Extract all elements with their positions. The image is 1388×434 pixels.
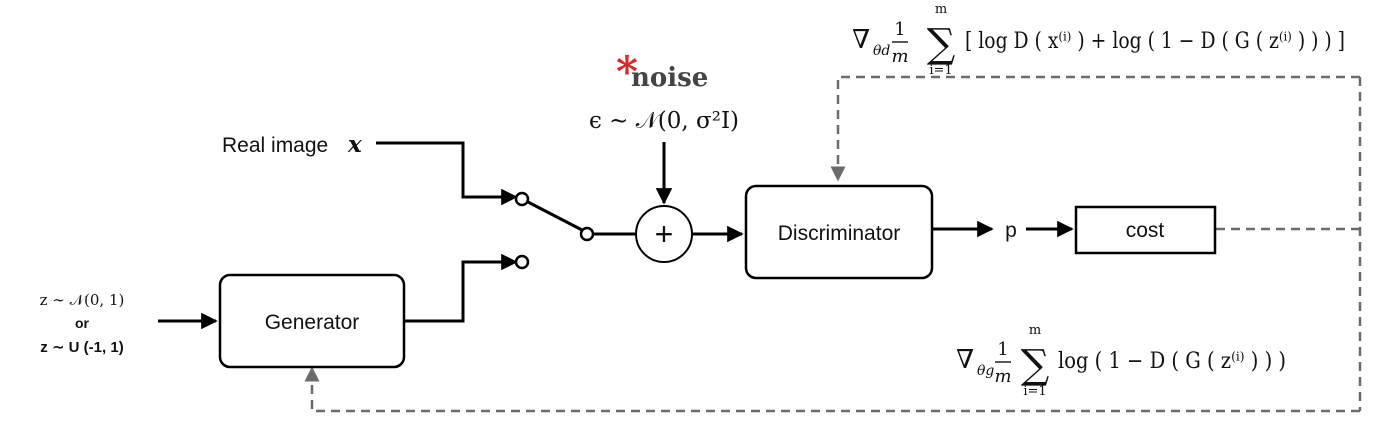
switch-lever (525, 199, 583, 232)
formula-g-sum-bottom: i=1 (1023, 384, 1046, 399)
noise-distribution: ϵ ∼ 𝒩(0, σ²I) (589, 108, 739, 134)
z-uniform-label: z ∼ U (-1, 1) (40, 339, 123, 356)
wire-generator-output (404, 253, 518, 323)
formula-g-sum: ∑ (1021, 342, 1050, 388)
cost-label: cost (1126, 219, 1165, 242)
discriminator-block: Discriminator (744, 184, 934, 280)
z-normal-label: z ∼ 𝒩(0, 1) (40, 291, 125, 309)
formula-d-body: [ log D ( x⁽ⁱ⁾ ) + log ( 1 − D ( G ( z⁽ⁱ… (965, 29, 1345, 54)
discriminator-label: Discriminator (778, 222, 901, 245)
latent-input-labels: z ∼ 𝒩(0, 1) or z ∼ U (-1, 1) (40, 291, 125, 356)
switch-contact-fake (514, 254, 530, 270)
formula-d-sum-top: m (935, 2, 947, 17)
formula-d-frac-num: 1 (894, 19, 905, 40)
formula-d-sum: ∑ (927, 21, 956, 67)
generator-label: Generator (265, 311, 360, 334)
generator-block: Generator (218, 273, 406, 369)
real-image-variable: x (347, 131, 362, 158)
z-or-label: or (75, 315, 90, 331)
discriminator-gradient-formula: ∇ θd 1 m m ∑ i=1 [ log D ( x⁽ⁱ⁾ ) + log … (852, 2, 1345, 78)
formula-g-subscript: θg (977, 363, 994, 379)
switch-contact-real (514, 191, 530, 207)
switch-common-contact (579, 226, 595, 242)
formula-g-body: log ( 1 − D ( G ( z⁽ⁱ⁾ ) ) ) (1058, 349, 1286, 374)
formula-d-subscript: θd (873, 43, 890, 59)
formula-d-frac-den: m (891, 46, 908, 67)
feedback-to-discriminator (830, 75, 1360, 182)
formula-g-frac-num: 1 (997, 339, 1008, 360)
adder-plus-icon: + (655, 216, 674, 252)
real-image-label: Real image (222, 134, 328, 157)
noise-star-icon: * (616, 47, 638, 96)
cost-block: cost (1074, 205, 1217, 255)
formula-d-nabla: ∇ (852, 25, 870, 55)
formula-g-nabla: ∇ (956, 345, 974, 375)
noise-title: noise (631, 63, 708, 93)
formula-g-sum-top: m (1029, 323, 1041, 338)
feedback-to-generator (304, 366, 1360, 413)
wire-real-image (376, 141, 518, 206)
generator-gradient-formula: ∇ θg 1 m m ∑ i=1 log ( 1 − D ( G ( z⁽ⁱ⁾ … (956, 323, 1286, 399)
formula-d-sum-bottom: i=1 (929, 63, 952, 78)
noise-label: * noise ϵ ∼ 𝒩(0, σ²I) (589, 47, 739, 134)
noise-adder: + (635, 205, 693, 263)
formula-g-frac-den: m (994, 366, 1011, 387)
probability-label: p (1005, 219, 1017, 242)
